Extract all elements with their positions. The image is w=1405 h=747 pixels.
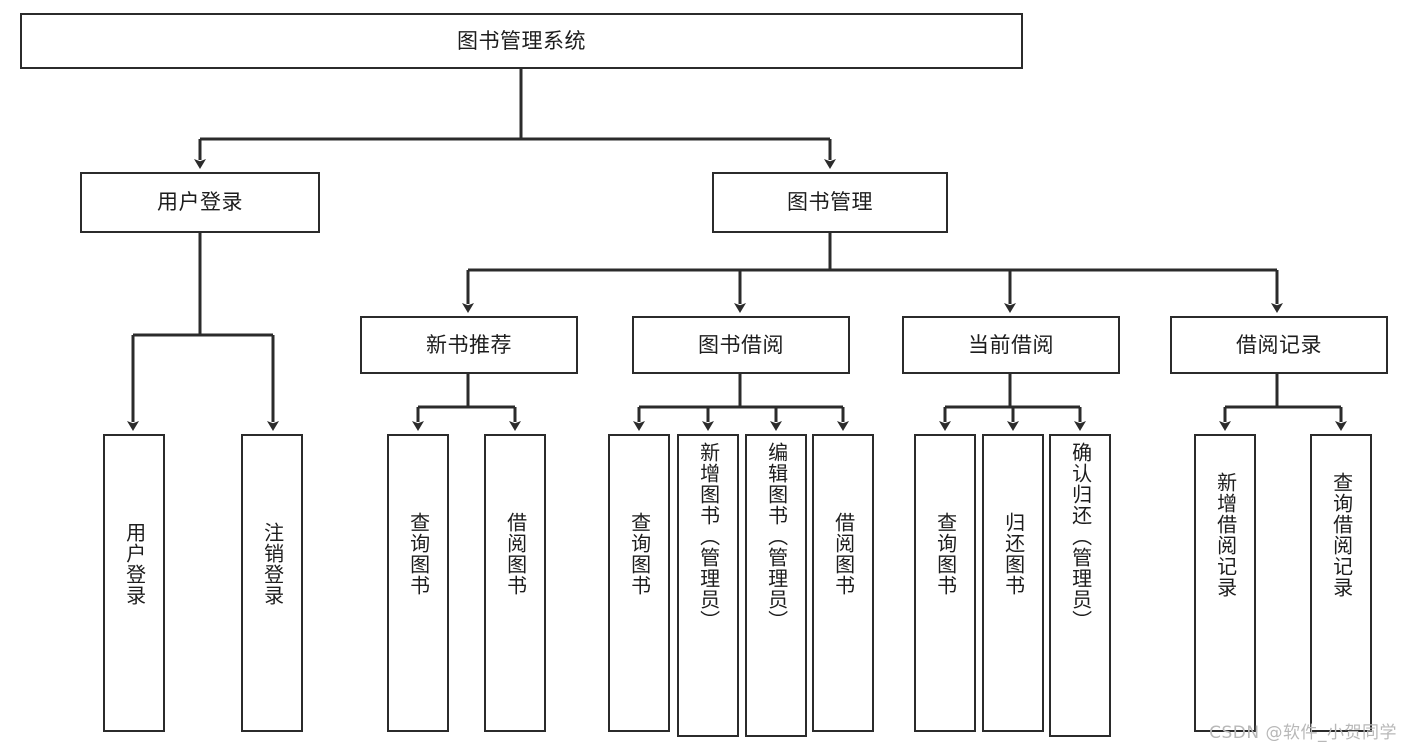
node-root[interactable]: 图书管理系统: [20, 13, 1023, 69]
node-current-borrow-label: 当前借阅: [968, 332, 1054, 357]
leaf-query-book-2-label: 查询图书: [627, 512, 652, 596]
leaf-user-logout[interactable]: 注销登录: [241, 434, 303, 732]
leaf-return-book-label: 归还图书: [1001, 512, 1026, 596]
leaf-return-book[interactable]: 归还图书: [982, 434, 1044, 732]
leaf-add-book-admin-label: 新增图书（管理员）: [696, 442, 721, 631]
leaf-query-book-3[interactable]: 查询图书: [914, 434, 976, 732]
node-book-borrow-label: 图书借阅: [698, 332, 784, 357]
leaf-user-login[interactable]: 用户登录: [103, 434, 165, 732]
node-user-login[interactable]: 用户登录: [80, 172, 320, 233]
leaf-edit-book-admin[interactable]: 编辑图书（管理员）: [745, 434, 807, 737]
leaf-edit-book-admin-label: 编辑图书（管理员）: [764, 442, 789, 631]
leaf-add-borrow-record-label: 新增借阅记录: [1213, 472, 1238, 598]
node-borrow-record[interactable]: 借阅记录: [1170, 316, 1388, 374]
leaf-user-logout-label: 注销登录: [260, 522, 285, 606]
node-borrow-record-label: 借阅记录: [1236, 332, 1322, 357]
leaf-add-book-admin[interactable]: 新增图书（管理员）: [677, 434, 739, 737]
leaf-query-book-1-label: 查询图书: [406, 512, 431, 596]
leaf-query-book-1[interactable]: 查询图书: [387, 434, 449, 732]
leaf-confirm-return-admin[interactable]: 确认归还（管理员）: [1049, 434, 1111, 737]
node-book-manage[interactable]: 图书管理: [712, 172, 948, 233]
node-root-label: 图书管理系统: [457, 28, 586, 53]
leaf-user-login-label: 用户登录: [122, 522, 147, 606]
node-new-book-recommend[interactable]: 新书推荐: [360, 316, 578, 374]
leaf-query-book-3-label: 查询图书: [933, 512, 958, 596]
leaf-confirm-return-admin-label: 确认归还（管理员）: [1068, 442, 1093, 631]
node-current-borrow[interactable]: 当前借阅: [902, 316, 1120, 374]
node-book-borrow[interactable]: 图书借阅: [632, 316, 850, 374]
leaf-query-borrow-record[interactable]: 查询借阅记录: [1310, 434, 1372, 732]
leaf-query-borrow-record-label: 查询借阅记录: [1329, 472, 1354, 598]
csdn-watermark: CSDN @软件_小贺同学: [1209, 723, 1397, 743]
node-new-book-recommend-label: 新书推荐: [426, 332, 512, 357]
leaf-query-book-2[interactable]: 查询图书: [608, 434, 670, 732]
node-user-login-label: 用户登录: [157, 190, 243, 215]
leaf-borrow-book-1[interactable]: 借阅图书: [484, 434, 546, 732]
leaf-borrow-book-2-label: 借阅图书: [831, 512, 856, 596]
node-book-manage-label: 图书管理: [787, 190, 873, 215]
leaf-add-borrow-record[interactable]: 新增借阅记录: [1194, 434, 1256, 732]
leaf-borrow-book-2[interactable]: 借阅图书: [812, 434, 874, 732]
leaf-borrow-book-1-label: 借阅图书: [503, 512, 528, 596]
